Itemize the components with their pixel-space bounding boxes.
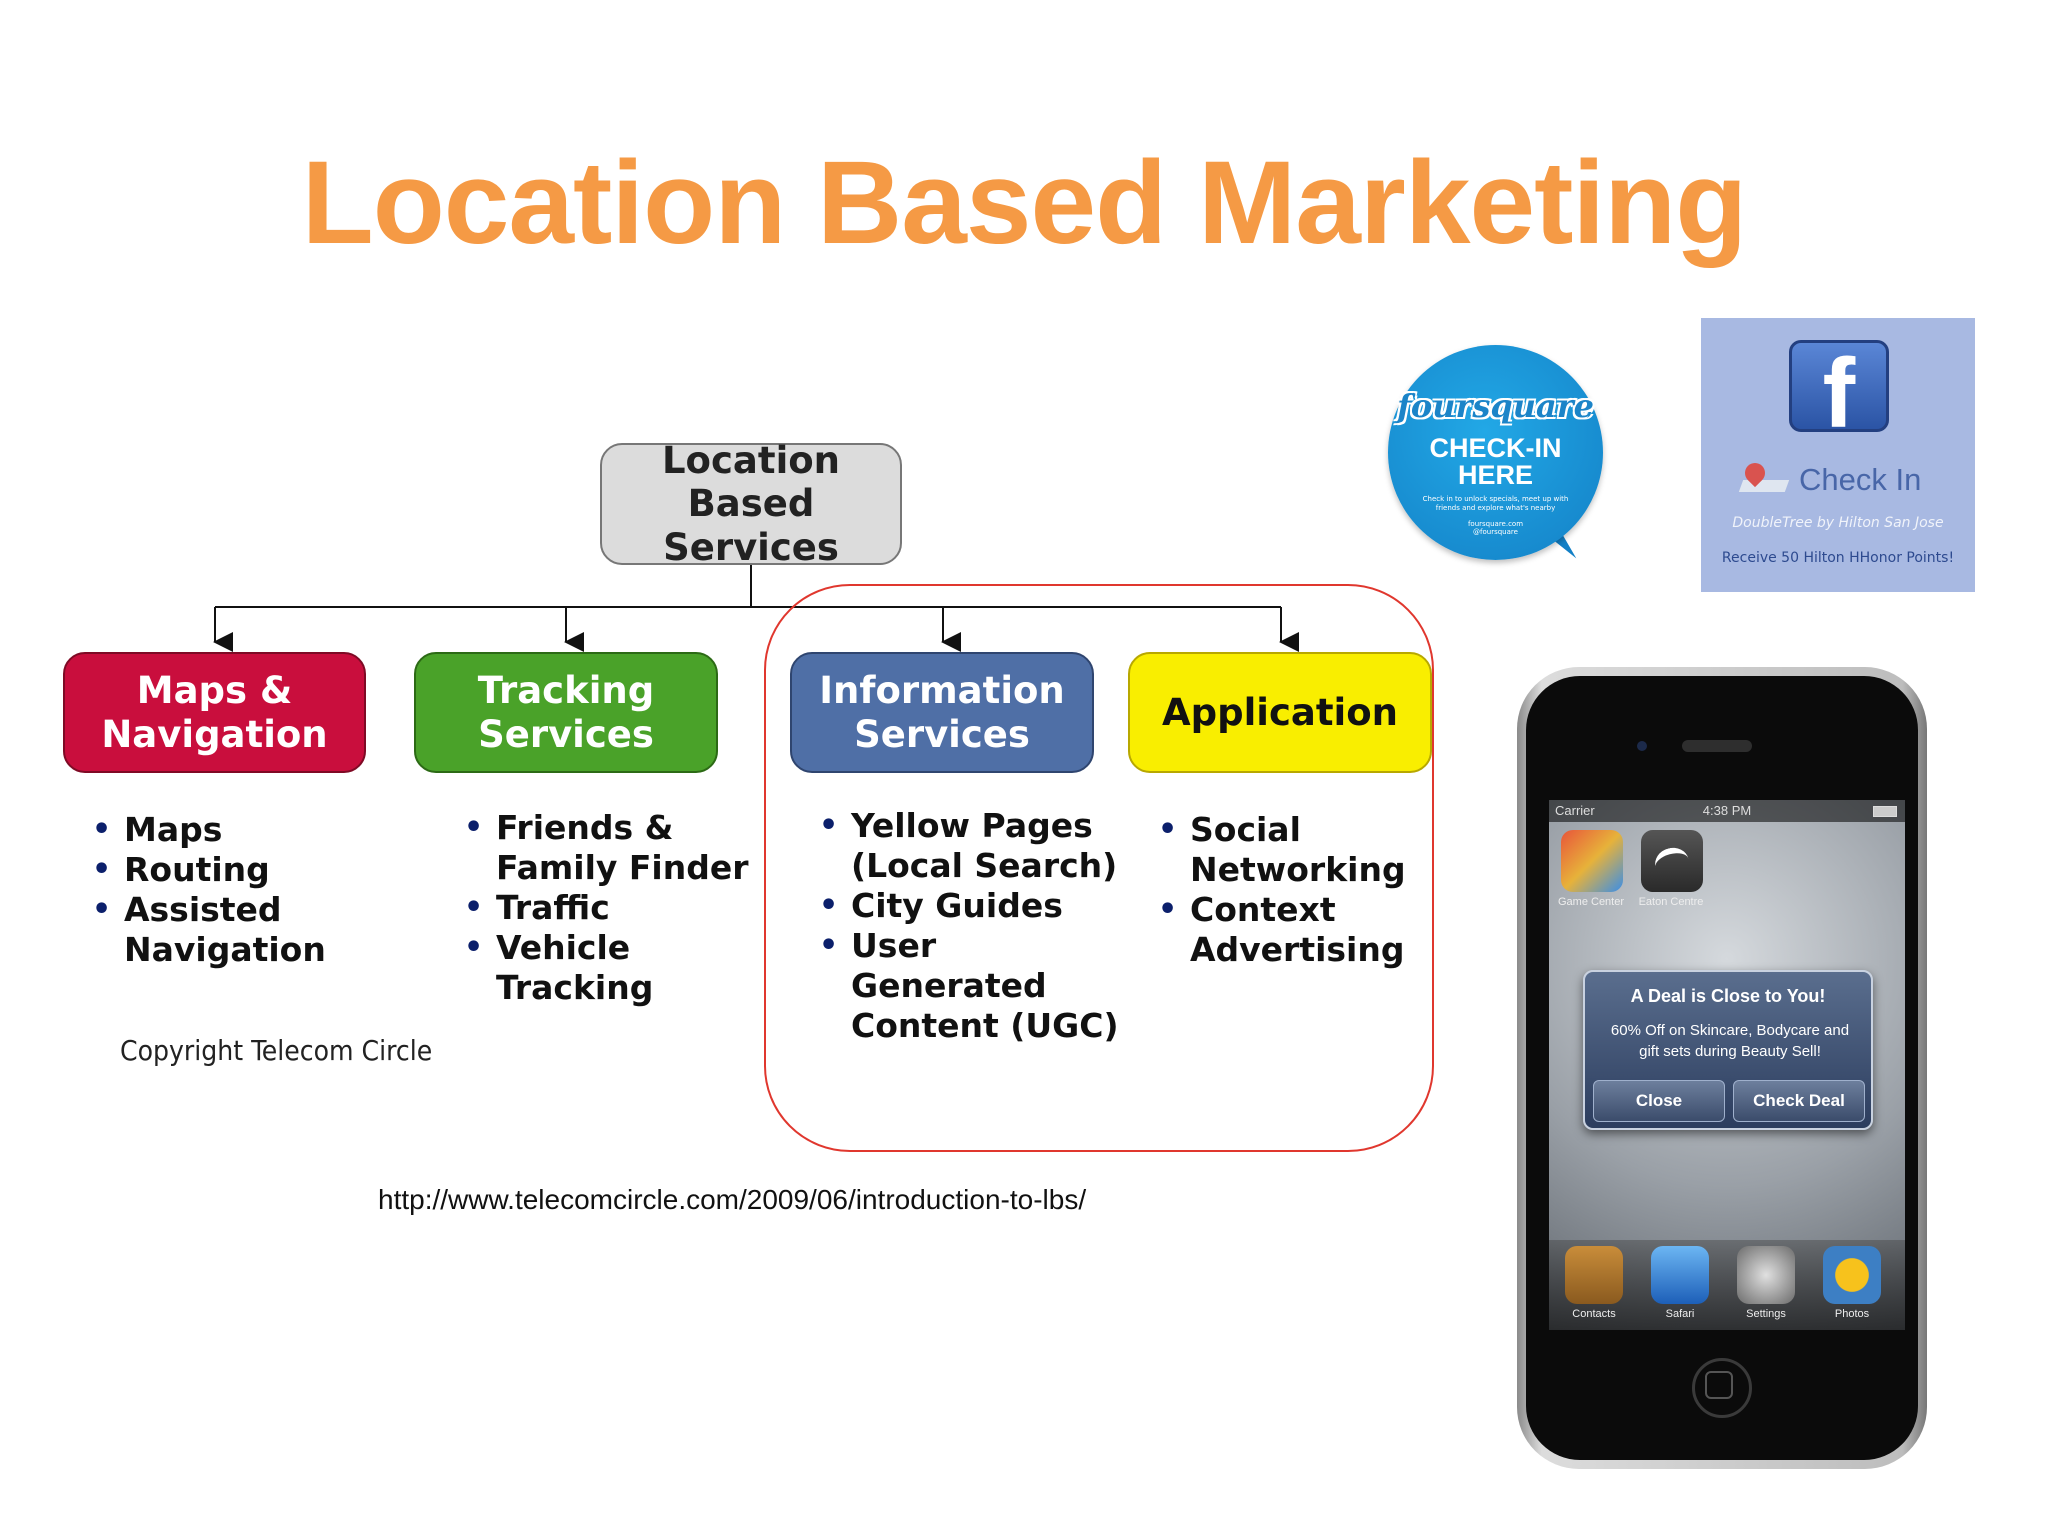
list-item: Context Advertising xyxy=(1158,890,1406,970)
node-maps-navigation: Maps & Navigation xyxy=(63,652,366,773)
list-item: Yellow Pages (Local Search) xyxy=(819,806,1119,886)
node-application-label: Application xyxy=(1161,690,1398,734)
highlight-frame xyxy=(764,584,1434,1152)
list-item: Vehicle Tracking xyxy=(464,928,749,1008)
app-label: Eaton Centre xyxy=(1638,896,1704,908)
node-location-based-services: Location Based Services xyxy=(600,439,902,569)
foursquare-small-text: Check in to unlock specials, meet up wit… xyxy=(1422,495,1569,512)
carrier-label: Carrier xyxy=(1555,803,1595,818)
home-button-square-icon xyxy=(1705,1371,1733,1399)
source-url[interactable]: http://www.telecomcircle.com/2009/06/int… xyxy=(378,1184,1087,1215)
maps-item-list: Maps Routing Assisted Navigation xyxy=(92,810,326,970)
node-maps-label: Maps & Navigation xyxy=(101,668,328,756)
facebook-checkin-card: f Check In DoubleTree by Hilton San Jose… xyxy=(1701,318,1975,592)
phone-screen: Carrier 4:38 PM Game Center Eaton Centre… xyxy=(1549,800,1905,1330)
dock-label: Safari xyxy=(1665,1308,1695,1320)
slide-title: Location Based Marketing xyxy=(301,137,1748,269)
eaton-centre-icon[interactable] xyxy=(1641,830,1703,892)
dock-label: Photos xyxy=(1834,1308,1870,1320)
reward-text: Receive 50 Hilton HHonor Points! xyxy=(1721,550,1955,566)
deal-alert-dialog: A Deal is Close to You! 60% Off on Skinc… xyxy=(1583,970,1873,1130)
dock-label: Settings xyxy=(1746,1308,1786,1320)
status-bar: Carrier 4:38 PM xyxy=(1549,800,1905,822)
list-item: Assisted Navigation xyxy=(92,890,326,970)
node-tracking-services: Tracking Services xyxy=(414,652,718,773)
iphone-device: Carrier 4:38 PM Game Center Eaton Centre… xyxy=(1517,667,1927,1469)
list-item: Routing xyxy=(92,850,326,890)
alert-title: A Deal is Close to You! xyxy=(1630,986,1826,1006)
app-label: Game Center xyxy=(1557,896,1625,908)
information-item-list: Yellow Pages (Local Search) City Guides … xyxy=(819,806,1119,1046)
copyright-text: Copyright Telecom Circle xyxy=(120,1034,433,1067)
alert-message: 60% Off on Skincare, Bodycare and gift s… xyxy=(1610,1022,1850,1060)
list-item: City Guides xyxy=(819,886,1119,926)
tracking-item-list: Friends & Family Finder Traffic Vehicle … xyxy=(464,808,749,1008)
list-item: Social Networking xyxy=(1158,810,1406,890)
dock-label: Contacts xyxy=(1572,1308,1616,1320)
node-root-label: Location Based Services xyxy=(661,438,841,569)
foursquare-cta: CHECK-IN HERE xyxy=(1429,433,1562,490)
foursquare-links: foursquare.com @foursquare xyxy=(1467,520,1524,536)
list-item: Traffic xyxy=(464,888,749,928)
checkin-label: Check In xyxy=(1799,462,1922,497)
status-time: 4:38 PM xyxy=(1702,803,1752,818)
camera-icon xyxy=(1637,741,1647,751)
battery-icon xyxy=(1873,806,1897,817)
foursquare-logo: foursquare xyxy=(1397,387,1594,425)
node-information-services: Information Services xyxy=(790,652,1094,773)
venue-name: DoubleTree by Hilton San Jose xyxy=(1732,515,1944,531)
map-icon xyxy=(1738,480,1790,492)
close-button[interactable]: Close xyxy=(1593,1080,1725,1122)
list-item: Maps xyxy=(92,810,326,850)
node-information-label: Information Services xyxy=(819,668,1065,756)
safari-icon[interactable] xyxy=(1651,1246,1709,1304)
game-center-icon[interactable] xyxy=(1561,830,1623,892)
home-button[interactable] xyxy=(1692,1358,1752,1418)
foursquare-badge-icon: foursquare CHECK-IN HERE Check in to unl… xyxy=(1388,345,1603,560)
list-item: Friends & Family Finder xyxy=(464,808,749,888)
phone-body: Carrier 4:38 PM Game Center Eaton Centre… xyxy=(1526,676,1918,1460)
contacts-icon[interactable] xyxy=(1565,1246,1623,1304)
photos-icon[interactable] xyxy=(1823,1246,1881,1304)
speaker-grille xyxy=(1682,740,1752,752)
node-application: Application xyxy=(1128,652,1432,773)
list-item: User Generated Content (UGC) xyxy=(819,926,1119,1046)
application-item-list: Social Networking Context Advertising xyxy=(1158,810,1406,970)
check-deal-button[interactable]: Check Deal xyxy=(1733,1080,1865,1122)
app-dock: Contacts Safari Settings Photos xyxy=(1549,1240,1905,1330)
node-tracking-label: Tracking Services xyxy=(477,668,655,756)
facebook-icon: f xyxy=(1789,338,1889,448)
settings-gear-icon[interactable] xyxy=(1737,1246,1795,1304)
